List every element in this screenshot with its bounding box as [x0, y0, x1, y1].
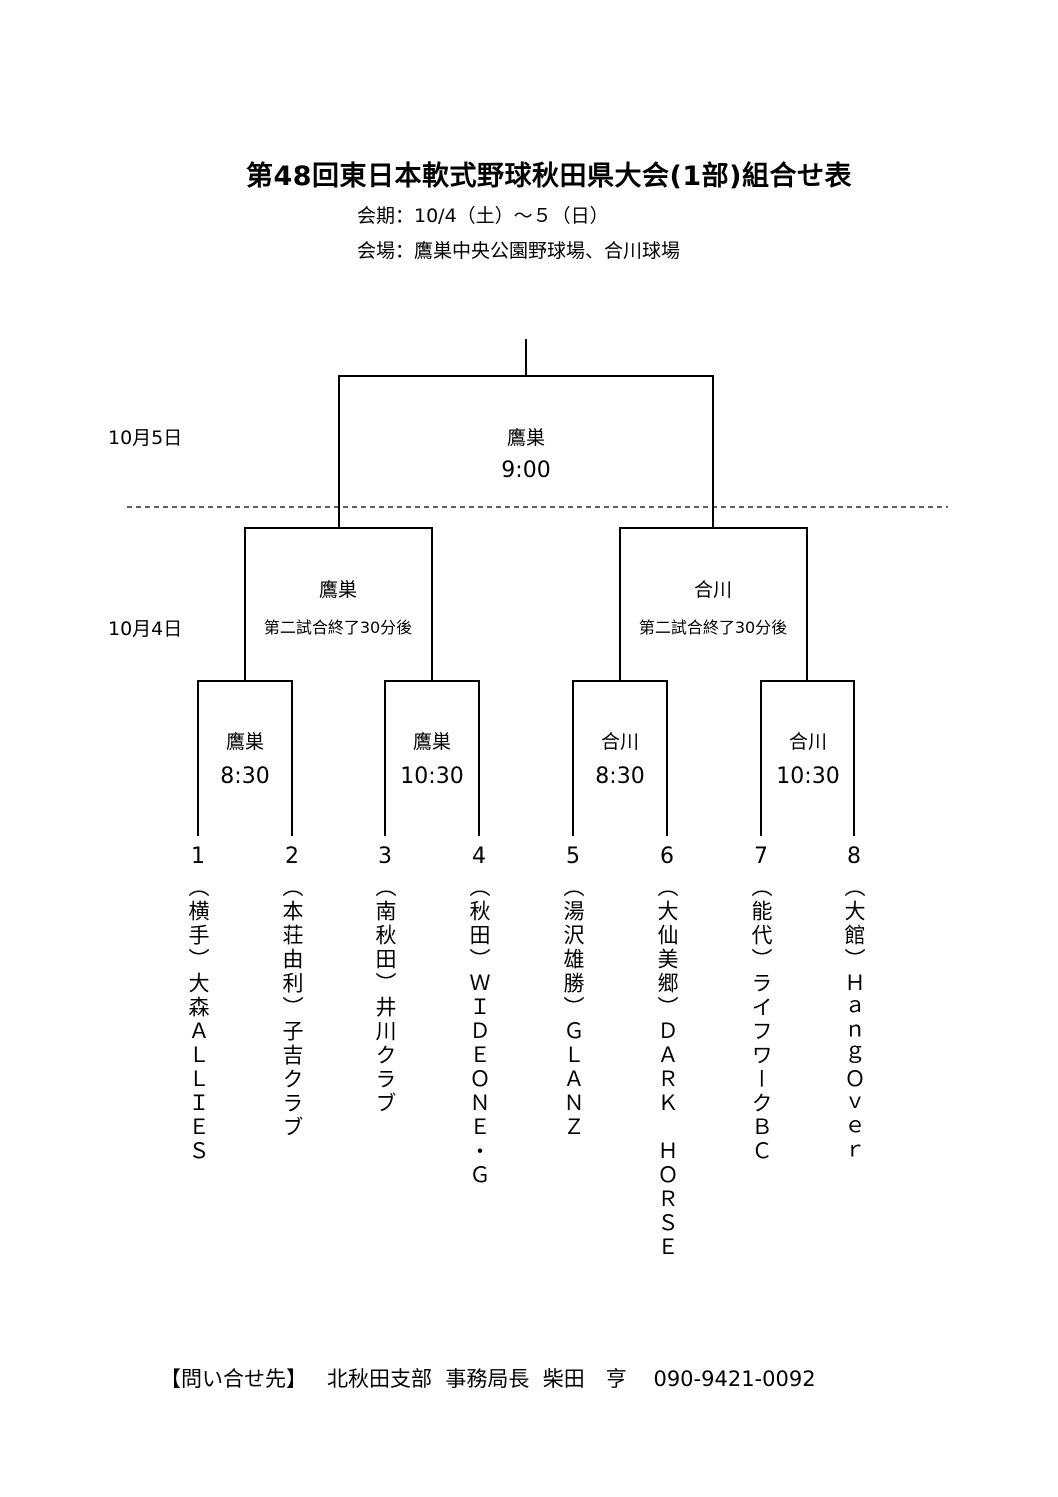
team-name: （南秋田）井川クラブ	[373, 876, 397, 1116]
semifinal-venue: 合川	[693, 579, 732, 601]
match-venue: 合川	[600, 731, 639, 753]
team-seed: 7	[754, 844, 768, 869]
event-dates: 会期：10/4（土）～５（日）	[357, 205, 609, 227]
semifinal-time: 第二試合終了30分後	[263, 618, 413, 637]
contact-phone: 090-9421-0092	[653, 1367, 816, 1391]
match-bracket-4	[760, 680, 855, 836]
team-name: （能代）ライフワークＢＣ	[749, 876, 773, 1164]
team-seed: 6	[660, 844, 674, 869]
match-time: 10:30	[776, 764, 840, 789]
match-bracket-2	[384, 680, 480, 836]
semifinal-bracket-left	[244, 527, 433, 681]
match-time: 8:30	[595, 764, 645, 789]
contact-person: 柴田 亨	[542, 1367, 627, 1391]
team-seed: 8	[847, 844, 861, 869]
final-bracket	[338, 375, 714, 528]
match-bracket-3	[572, 680, 668, 836]
semifinal-bracket-right	[619, 527, 808, 681]
team-name: （大仙美郷）ＤＡＲＫ ＨＯＲＳＥ	[655, 876, 679, 1260]
contact-role: 事務局長	[445, 1367, 530, 1391]
final-venue: 鷹巣	[506, 427, 545, 449]
team-seed: 4	[472, 844, 486, 869]
match-venue: 鷹巣	[225, 731, 264, 753]
team-name: （横手）大森ＡＬＬＩＥＳ	[186, 876, 210, 1164]
team-name: （湯沢雄勝）ＧＬＡＮＺ	[561, 876, 585, 1140]
contact-label: 【問い合せ先】	[160, 1367, 307, 1391]
contact-info: 【問い合せ先】 北秋田支部 事務局長 柴田 亨 090-9421-0092	[160, 1363, 816, 1393]
page-title: 第48回東日本軟式野球秋田県大会(1部)組合せ表	[245, 161, 853, 192]
match-bracket-1	[197, 680, 293, 836]
team-seed: 2	[285, 844, 299, 869]
final-time: 9:00	[501, 458, 551, 483]
team-seed: 5	[566, 844, 580, 869]
match-time: 8:30	[220, 764, 270, 789]
team-name: （秋田）ＷＩＤＥＯＮＥ・Ｇ	[467, 876, 491, 1188]
day-label-final: 10月5日	[108, 427, 183, 449]
event-venues: 会場：鷹巣中央公園野球場、合川球場	[357, 240, 681, 262]
match-time: 10:30	[400, 764, 464, 789]
match-venue: 鷹巣	[412, 731, 451, 753]
semifinal-time: 第二試合終了30分後	[638, 618, 788, 637]
contact-org: 北秋田支部	[327, 1367, 433, 1391]
team-name: （本荘由利）子吉クラブ	[280, 876, 304, 1140]
semifinal-venue: 鷹巣	[318, 579, 357, 601]
match-venue: 合川	[788, 731, 827, 753]
team-seed: 1	[191, 844, 205, 869]
team-name: （大館）ＨａｎｇＯｖｅｒ	[842, 876, 866, 1164]
team-seed: 3	[378, 844, 392, 869]
day-label-first: 10月4日	[108, 618, 183, 640]
